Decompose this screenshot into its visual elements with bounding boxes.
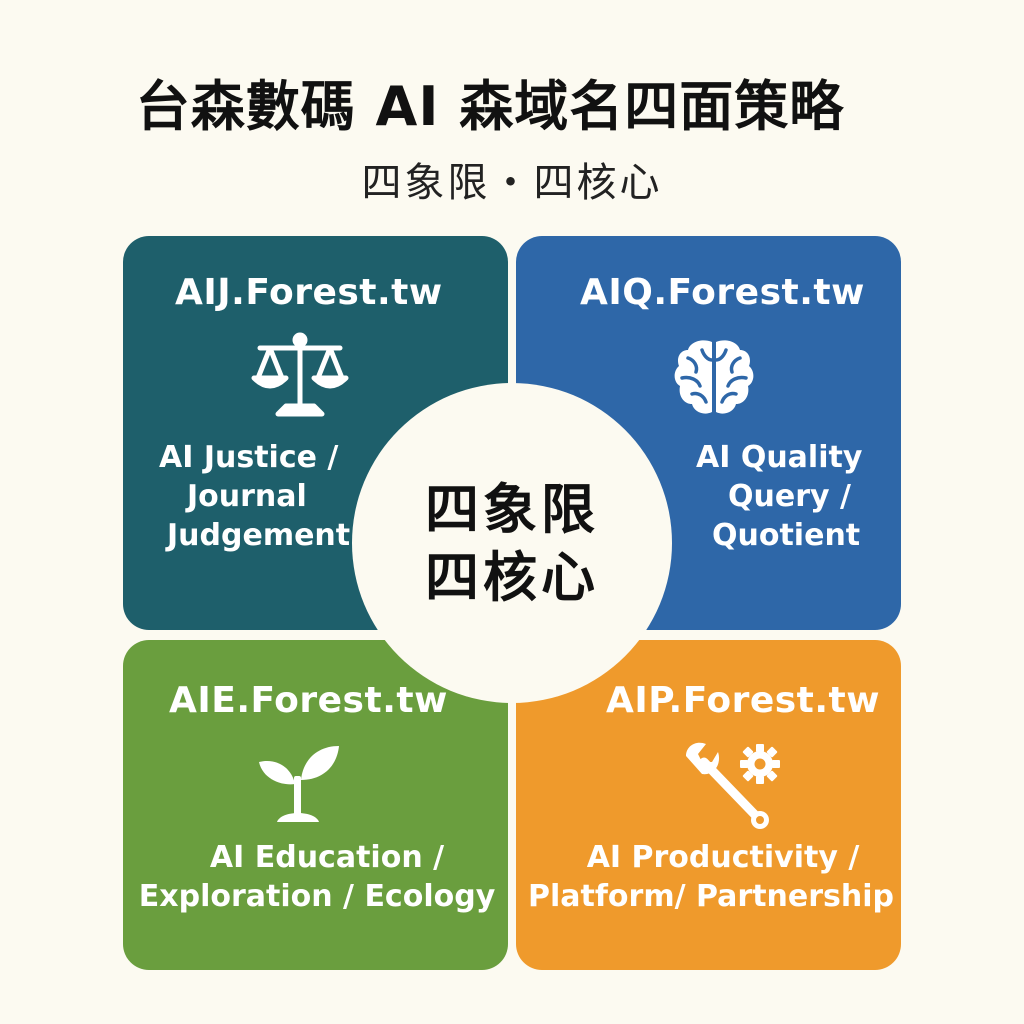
- wrench-gear-icon: [682, 742, 782, 836]
- quadrant-domain: AIJ.Forest.tw: [175, 272, 443, 313]
- quadrant-domain: AIE.Forest.tw: [169, 680, 448, 721]
- quadrant-description: AI Justice / Journal Judgement: [159, 438, 350, 555]
- quadrant-productivity: AIP.Forest.tw: [516, 640, 901, 970]
- quadrant-description: AI Productivity / Platform/ Partnership: [528, 838, 895, 916]
- description-line: Exploration / Ecology: [138, 879, 496, 914]
- description-line: Journal: [187, 479, 307, 514]
- quadrant-domain: AIP.Forest.tw: [606, 680, 881, 721]
- quadrant-education: AIE.Forest.tw AI Education / Exploration…: [123, 640, 508, 970]
- center-label: 四象限 四核心: [352, 476, 672, 612]
- quadrant-description: AI Quality Query / Quotient: [696, 438, 862, 555]
- description-line: AI Justice /: [159, 440, 339, 475]
- description-line: Platform/ Partnership: [528, 879, 895, 914]
- sprout-icon: [253, 740, 343, 830]
- scales-of-justice-icon: [248, 332, 352, 424]
- brain-icon: [672, 336, 756, 424]
- description-line: AI Education /: [209, 840, 445, 875]
- description-line: Quotient: [712, 518, 861, 553]
- page-subtitle: 四象限・四核心: [361, 160, 663, 206]
- description-line: Query /: [728, 479, 851, 514]
- description-line: Judgement: [167, 518, 351, 553]
- description-line: AI Quality: [696, 440, 863, 475]
- description-line: AI Productivity /: [586, 840, 860, 875]
- center-line: 四象限: [425, 478, 599, 541]
- page-title: 台森數碼 AI 森域名四面策略: [135, 75, 845, 138]
- quadrant-description: AI Education / Exploration / Ecology: [137, 838, 497, 916]
- center-line: 四核心: [425, 546, 599, 609]
- quadrant-domain: AIQ.Forest.tw: [580, 272, 865, 313]
- center-circle: [352, 383, 672, 703]
